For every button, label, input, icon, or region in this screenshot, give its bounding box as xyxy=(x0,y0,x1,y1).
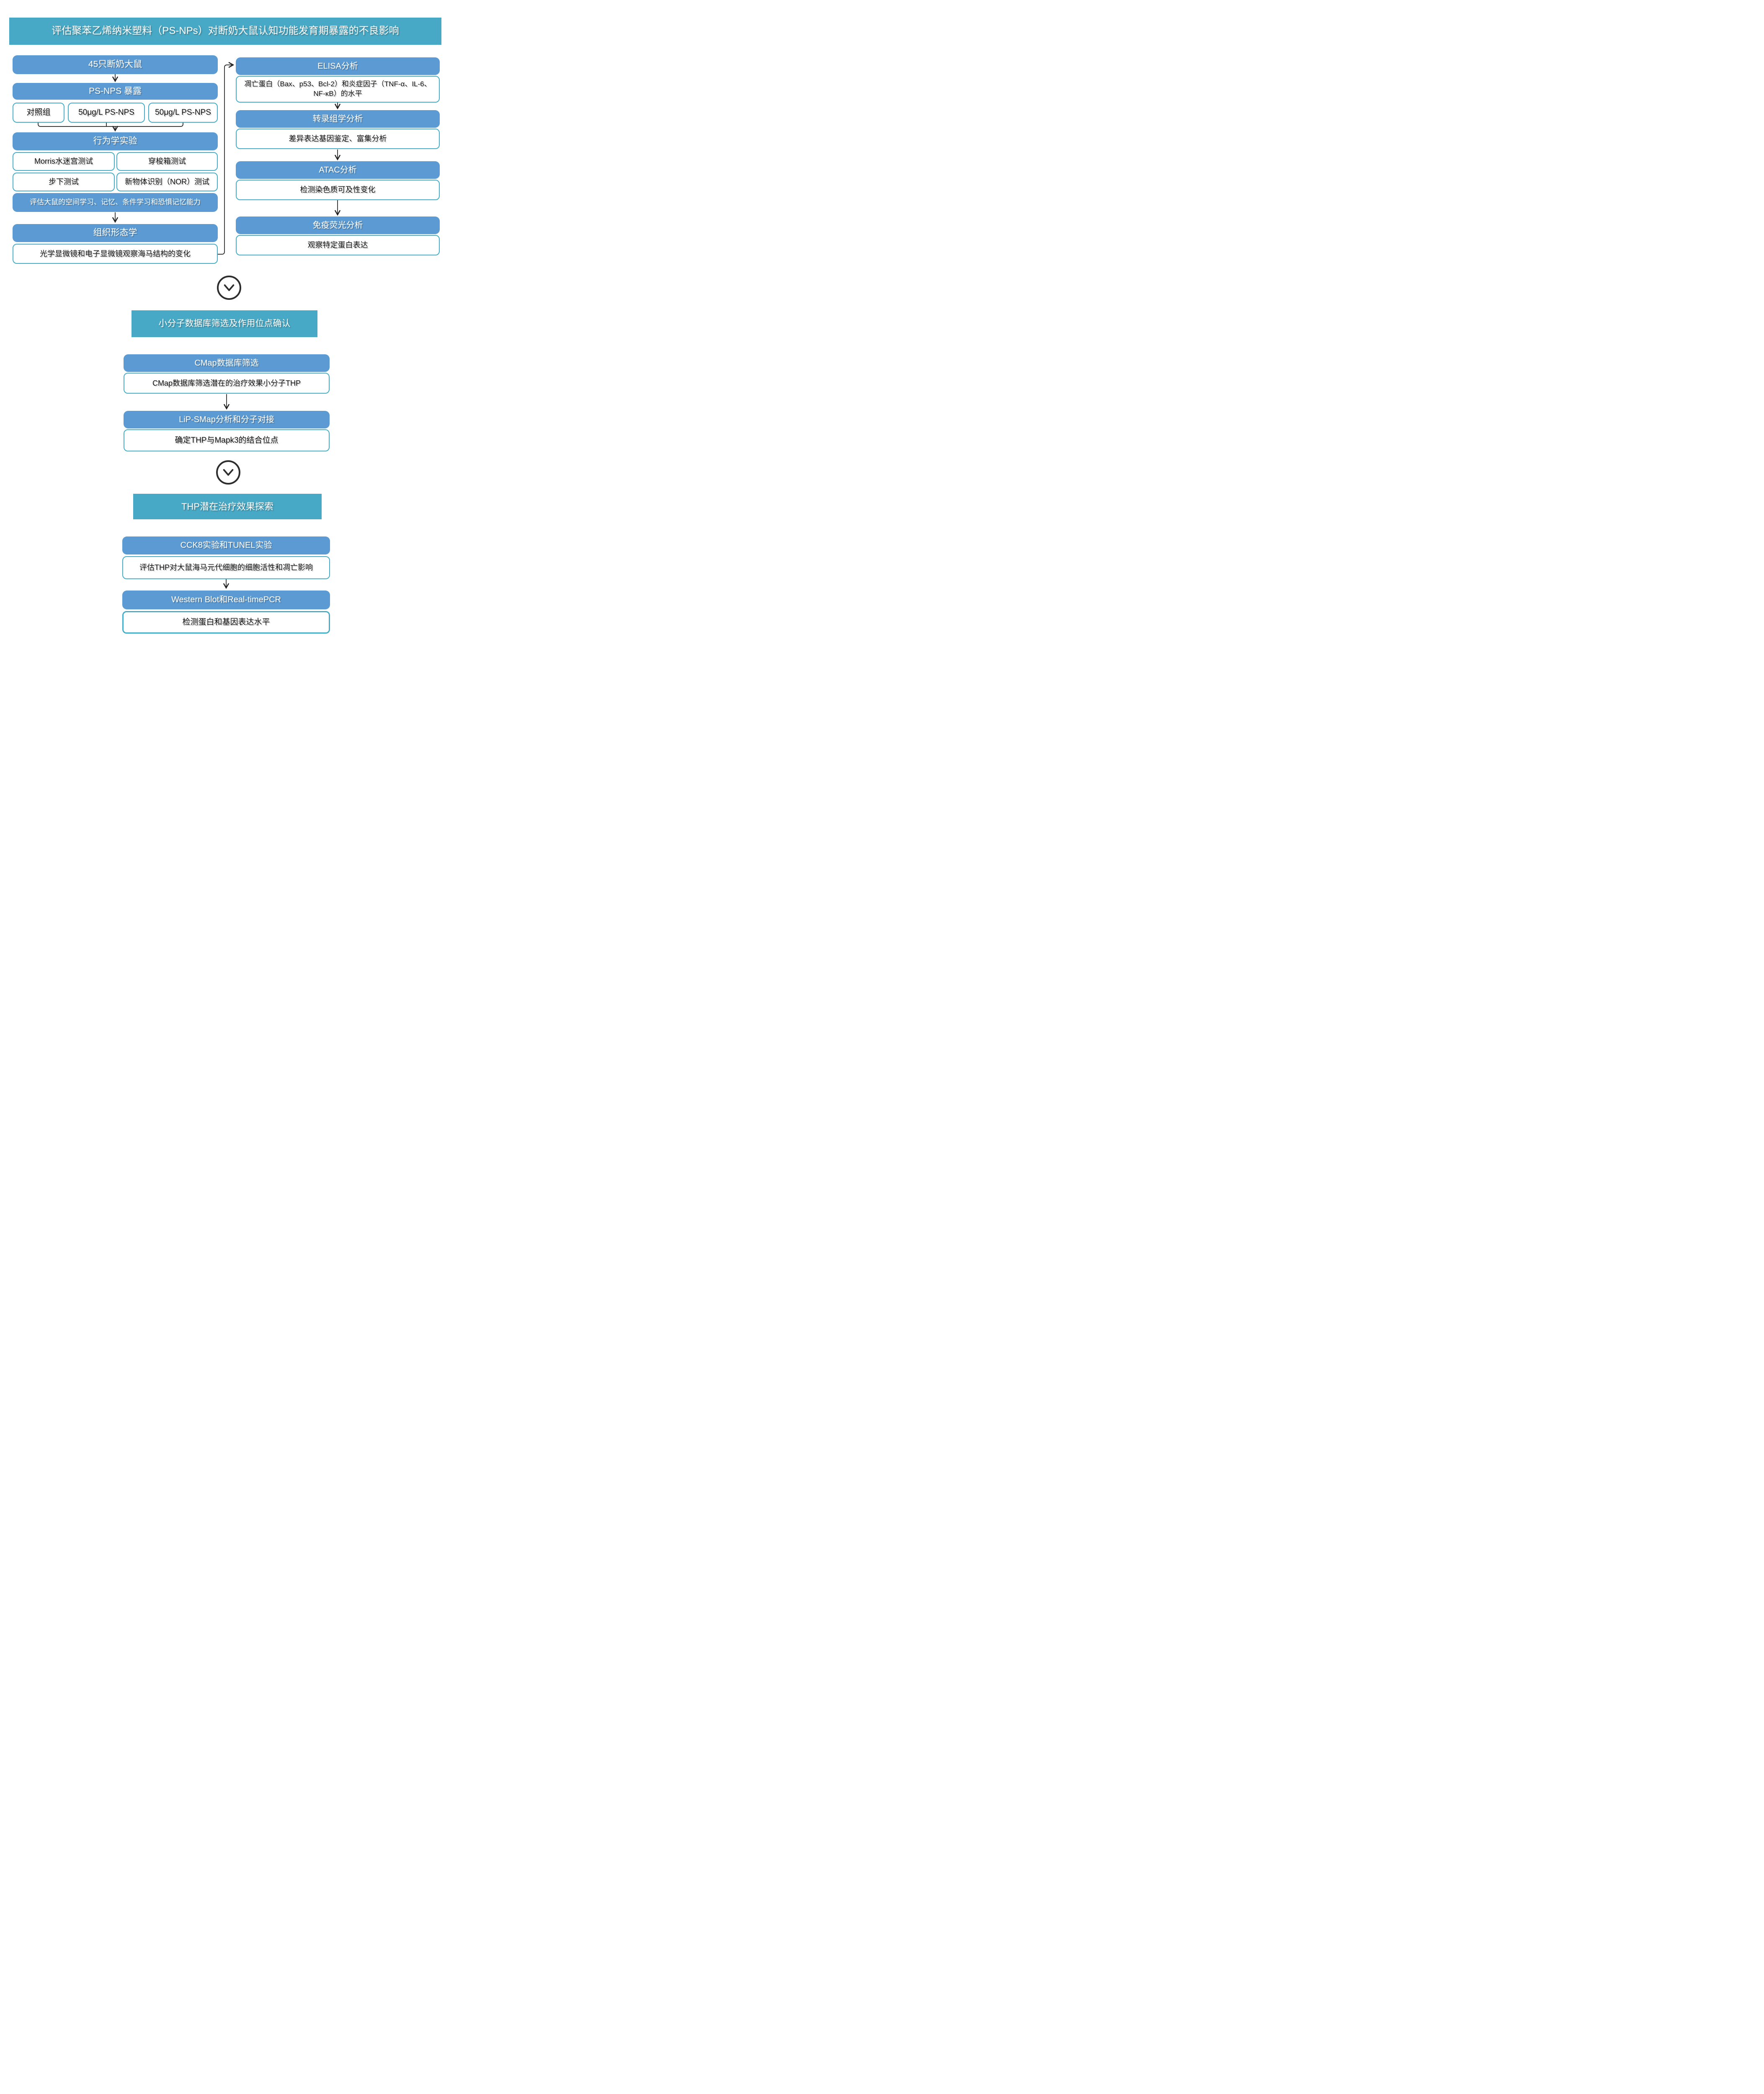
transcriptome-desc: 差异表达基因鉴定、富集分析 xyxy=(236,129,440,149)
lipsmap-desc: 确定THP与Mapk3的结合位点 xyxy=(124,429,330,451)
chevron-down-icon xyxy=(216,460,240,485)
test-morris: Morris水迷宫测试 xyxy=(13,152,115,171)
box-cck8-tunel: CCK8实验和TUNEL实验 xyxy=(122,536,330,554)
box-lipsmap: LiP-SMap分析和分子对接 xyxy=(124,411,330,428)
box-atac: ATAC分析 xyxy=(236,161,440,179)
group-psnps-2: 50μg/L PS-NPS xyxy=(148,103,218,123)
box-westernblot-pcr: Western Blot和Real-timePCR xyxy=(122,591,330,609)
box-transcriptome: 转录组学分析 xyxy=(236,110,440,128)
test-nor: 新物体识别（NOR）测试 xyxy=(116,173,218,191)
box-exposure: PS-NPS 暴露 xyxy=(13,83,218,100)
group-psnps-1: 50μg/L PS-NPS xyxy=(68,103,145,123)
immunofluorescence-desc: 观察特定蛋白表达 xyxy=(236,235,440,255)
group-merge-line xyxy=(38,123,183,127)
box-behavior: 行为学实验 xyxy=(13,132,218,150)
chevron-down-icon xyxy=(217,276,241,300)
cck8-desc: 评估THP对大鼠海马元代细胞的细胞活性和凋亡影响 xyxy=(122,556,330,579)
behavior-note: 评估大鼠的空间学习、记忆、条件学习和恐惧记忆能力 xyxy=(13,193,218,212)
chevron-down-glyph xyxy=(223,469,234,476)
chevron-down-glyph xyxy=(224,284,235,291)
test-step-down: 步下测试 xyxy=(13,173,115,191)
test-shuttle-box: 穿梭箱测试 xyxy=(116,152,218,171)
elisa-desc: 凋亡蛋白（Bax、p53、Bcl-2）和炎症因子（TNF-α、IL-6、NF-κ… xyxy=(236,76,440,103)
atac-desc: 检测染色质可及性变化 xyxy=(236,180,440,200)
box-cmap: CMap数据库筛选 xyxy=(124,354,330,372)
banner-thp-exploration: THP潜在治疗效果探索 xyxy=(133,494,322,519)
cmap-desc: CMap数据库筛选潜在的治疗效果小分子THP xyxy=(124,373,330,394)
banner-molecule-screening: 小分子数据库筛选及作用位点确认 xyxy=(132,310,317,337)
box-immunofluorescence: 免疫荧光分析 xyxy=(236,217,440,234)
box-elisa: ELISA分析 xyxy=(236,57,440,75)
box-rats: 45只断奶大鼠 xyxy=(13,55,218,74)
westernblot-desc: 检测蛋白和基因表达水平 xyxy=(122,611,330,634)
page-title: 评估聚苯乙烯纳米塑料（PS-NPs）对断奶大鼠认知功能发育期暴露的不良影响 xyxy=(9,18,441,45)
connector-histology-to-elisa xyxy=(218,62,235,255)
group-control: 对照组 xyxy=(13,103,64,123)
box-histology: 组织形态学 xyxy=(13,224,218,242)
histology-note: 光学显微镜和电子显微镜观察海马结构的变化 xyxy=(13,244,218,264)
flowchart-page: 评估聚苯乙烯纳米塑料（PS-NPs）对断奶大鼠认知功能发育期暴露的不良影响 45… xyxy=(0,0,452,654)
